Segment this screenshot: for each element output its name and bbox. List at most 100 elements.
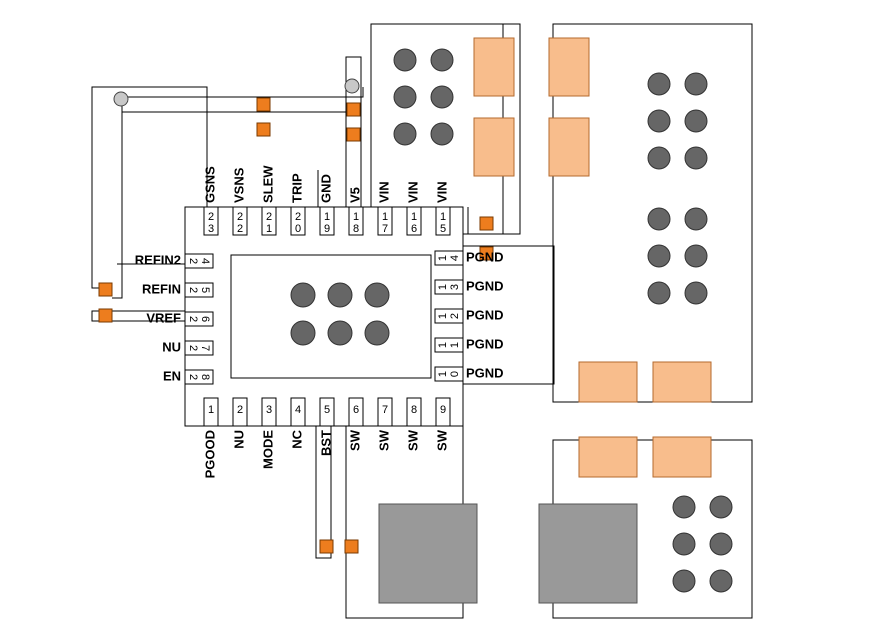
pad: [479, 216, 494, 231]
pin-number-digit: 5: [440, 223, 446, 235]
via: [430, 48, 454, 72]
pin-label: TRIP: [289, 173, 304, 203]
pin-label: PGND: [466, 365, 504, 380]
test-points: [113, 78, 360, 107]
pin-label: SW: [376, 429, 391, 451]
pin-number: 6: [353, 404, 359, 416]
via: [647, 281, 671, 305]
pin-number-digit: 1: [437, 371, 449, 377]
pin-number-digit: 6: [199, 316, 211, 322]
input-capacitor: [473, 117, 515, 177]
test-point: [344, 78, 360, 94]
pin-number: 5: [324, 404, 330, 416]
via: [709, 495, 733, 519]
via: [647, 109, 671, 133]
pin-number-digit: 1: [440, 211, 446, 223]
pin-number-digit: 2: [266, 211, 272, 223]
pin-label: NC: [289, 429, 304, 448]
pin-label: EN: [163, 368, 181, 383]
pin-pad: [434, 279, 464, 295]
input-capacitor: [473, 37, 515, 97]
pin-pad: [377, 397, 393, 427]
pin-label: SW: [347, 429, 362, 451]
pin-label: SW: [434, 429, 449, 451]
pin-number-digit: 3: [449, 284, 461, 290]
via: [364, 320, 390, 346]
pin-label: V5: [347, 187, 362, 203]
output-capacitor: [652, 361, 712, 403]
pin-pad: [434, 337, 464, 353]
pin-pad: [290, 206, 306, 236]
pin-pad: [434, 308, 464, 324]
pin-pad: [319, 397, 335, 427]
test-point: [113, 91, 129, 107]
pin-pad: [232, 206, 248, 236]
pad: [346, 102, 361, 117]
pin-number-digit: 1: [411, 211, 417, 223]
pin-number-digit: 6: [411, 223, 417, 235]
pin-pad: [348, 397, 364, 427]
via: [709, 569, 733, 593]
pin-label: SW: [405, 429, 420, 451]
pin-number-digit: 1: [437, 313, 449, 319]
pin-number-digit: 1: [266, 223, 272, 235]
output-capacitor: [578, 436, 638, 478]
pin-label: VIN: [405, 181, 420, 203]
via: [709, 532, 733, 556]
pin-label: MODE: [260, 430, 275, 469]
pin-pad: [319, 206, 335, 236]
pin-label: VIN: [434, 181, 449, 203]
via: [327, 320, 353, 346]
pin-label: NU: [231, 430, 246, 449]
pin-number-digit: 1: [353, 211, 359, 223]
inductors: [378, 503, 638, 604]
via: [684, 72, 708, 96]
pin-number-digit: 4: [449, 255, 461, 261]
output-capacitor: [578, 361, 638, 403]
pin-number-digit: 8: [353, 223, 359, 235]
via: [430, 122, 454, 146]
pin-label: PGND: [466, 307, 504, 322]
pin-number-digit: 2: [208, 211, 214, 223]
inductor-pad: [378, 503, 478, 604]
pin-label: VREF: [146, 310, 181, 325]
pin-number-digit: 2: [187, 345, 199, 351]
via: [290, 320, 316, 346]
pin-label: REFIN: [142, 281, 181, 296]
pin-pad: [184, 311, 214, 327]
refin-trace: [112, 97, 123, 299]
pin-number: 8: [411, 404, 417, 416]
pin-pad: [290, 397, 306, 427]
pin-label: VIN: [376, 181, 391, 203]
pin-number-digit: 9: [324, 223, 330, 235]
pin-label: REFIN2: [135, 252, 181, 267]
pad: [346, 127, 361, 142]
via: [647, 244, 671, 268]
top-sense-trace: [122, 87, 364, 98]
via: [672, 569, 696, 593]
via: [364, 282, 390, 308]
pad: [479, 246, 494, 261]
output-capacitor: [652, 436, 712, 478]
via: [393, 48, 417, 72]
pin-pad: [184, 340, 214, 356]
via: [393, 122, 417, 146]
pad: [344, 539, 359, 554]
pad: [256, 97, 271, 112]
vias: [290, 48, 733, 593]
pin-number-digit: 5: [199, 287, 211, 293]
pin-pad: [261, 397, 277, 427]
pin-number: 7: [382, 404, 388, 416]
pin-pad: [406, 397, 422, 427]
pin-label: PGND: [466, 336, 504, 351]
pin-label: PGND: [466, 278, 504, 293]
via: [672, 532, 696, 556]
pin-number-digit: 7: [199, 345, 211, 351]
components: [473, 37, 712, 478]
pin-number-digit: 0: [295, 223, 301, 235]
pin-number-digit: 2: [187, 287, 199, 293]
pin-number-digit: 1: [324, 211, 330, 223]
pin-number-digit: 2: [187, 316, 199, 322]
